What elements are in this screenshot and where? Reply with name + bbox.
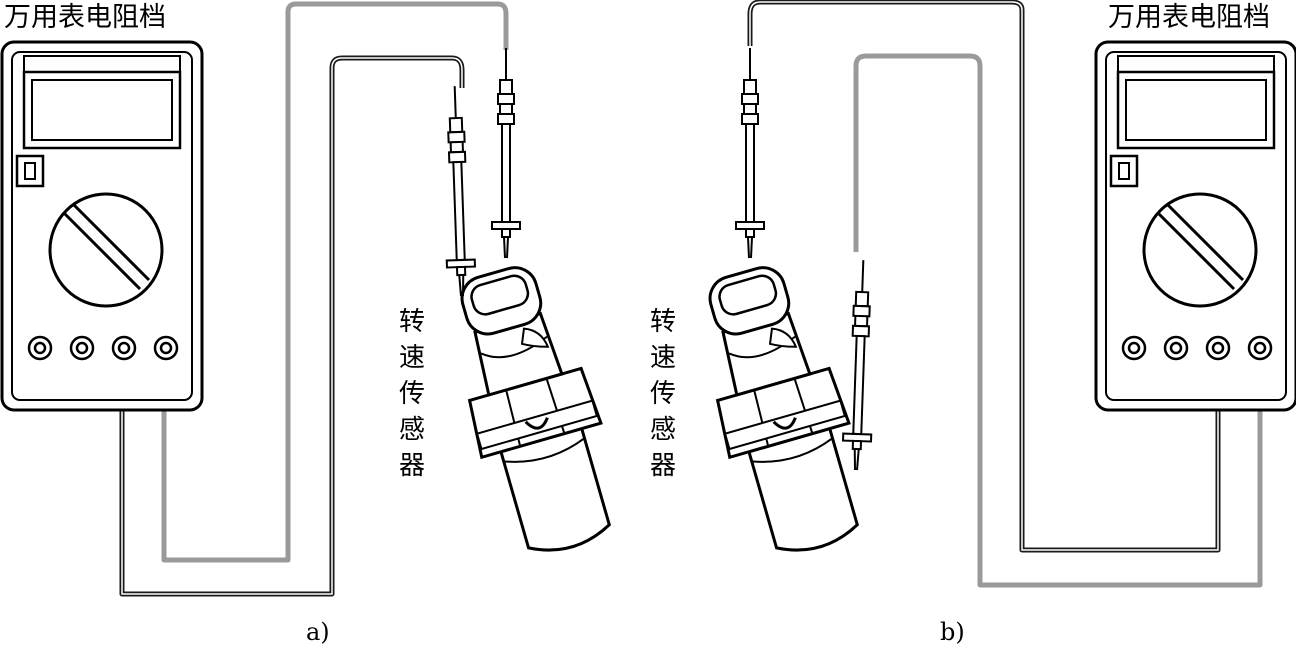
caption-a: a) xyxy=(306,618,330,646)
panel-a: 万用表电阻档 转 速 传 感 器 a) xyxy=(0,1,634,646)
probe-gray-a xyxy=(491,47,521,259)
sensor-label-left: 转 速 传 感 器 xyxy=(399,307,425,481)
sensor-label-char: 速 xyxy=(650,343,676,373)
multimeter-left xyxy=(0,40,204,412)
probe-gray-b xyxy=(841,258,879,472)
probe-black-b xyxy=(735,47,765,259)
sensor-label-char: 感 xyxy=(650,415,676,445)
meter-label-right: 万用表电阻档 xyxy=(1108,2,1270,33)
wire-gray-b xyxy=(853,53,1263,588)
sensor-label-char: 传 xyxy=(650,379,676,409)
probe-black-a xyxy=(439,84,477,298)
sensor-label-right: 转 速 传 感 器 xyxy=(650,307,676,481)
sensor-label-char: 器 xyxy=(650,451,676,481)
speed-sensor-right xyxy=(680,254,882,566)
sensor-label-char: 转 xyxy=(399,307,425,337)
speed-sensor-left xyxy=(432,254,634,566)
meter-label-left: 万用表电阻档 xyxy=(4,2,166,33)
panel-b: 万用表电阻档 转 速 传 感 器 b) xyxy=(650,0,1296,646)
sensor-label-char: 转 xyxy=(650,307,676,337)
wire-gray-a xyxy=(161,1,509,563)
multimeter-right xyxy=(1094,40,1296,412)
sensor-label-char: 速 xyxy=(399,343,425,373)
caption-b: b) xyxy=(940,618,965,646)
sensor-label-char: 器 xyxy=(399,451,425,481)
sensor-label-char: 传 xyxy=(399,379,425,409)
sensor-label-char: 感 xyxy=(399,415,425,445)
